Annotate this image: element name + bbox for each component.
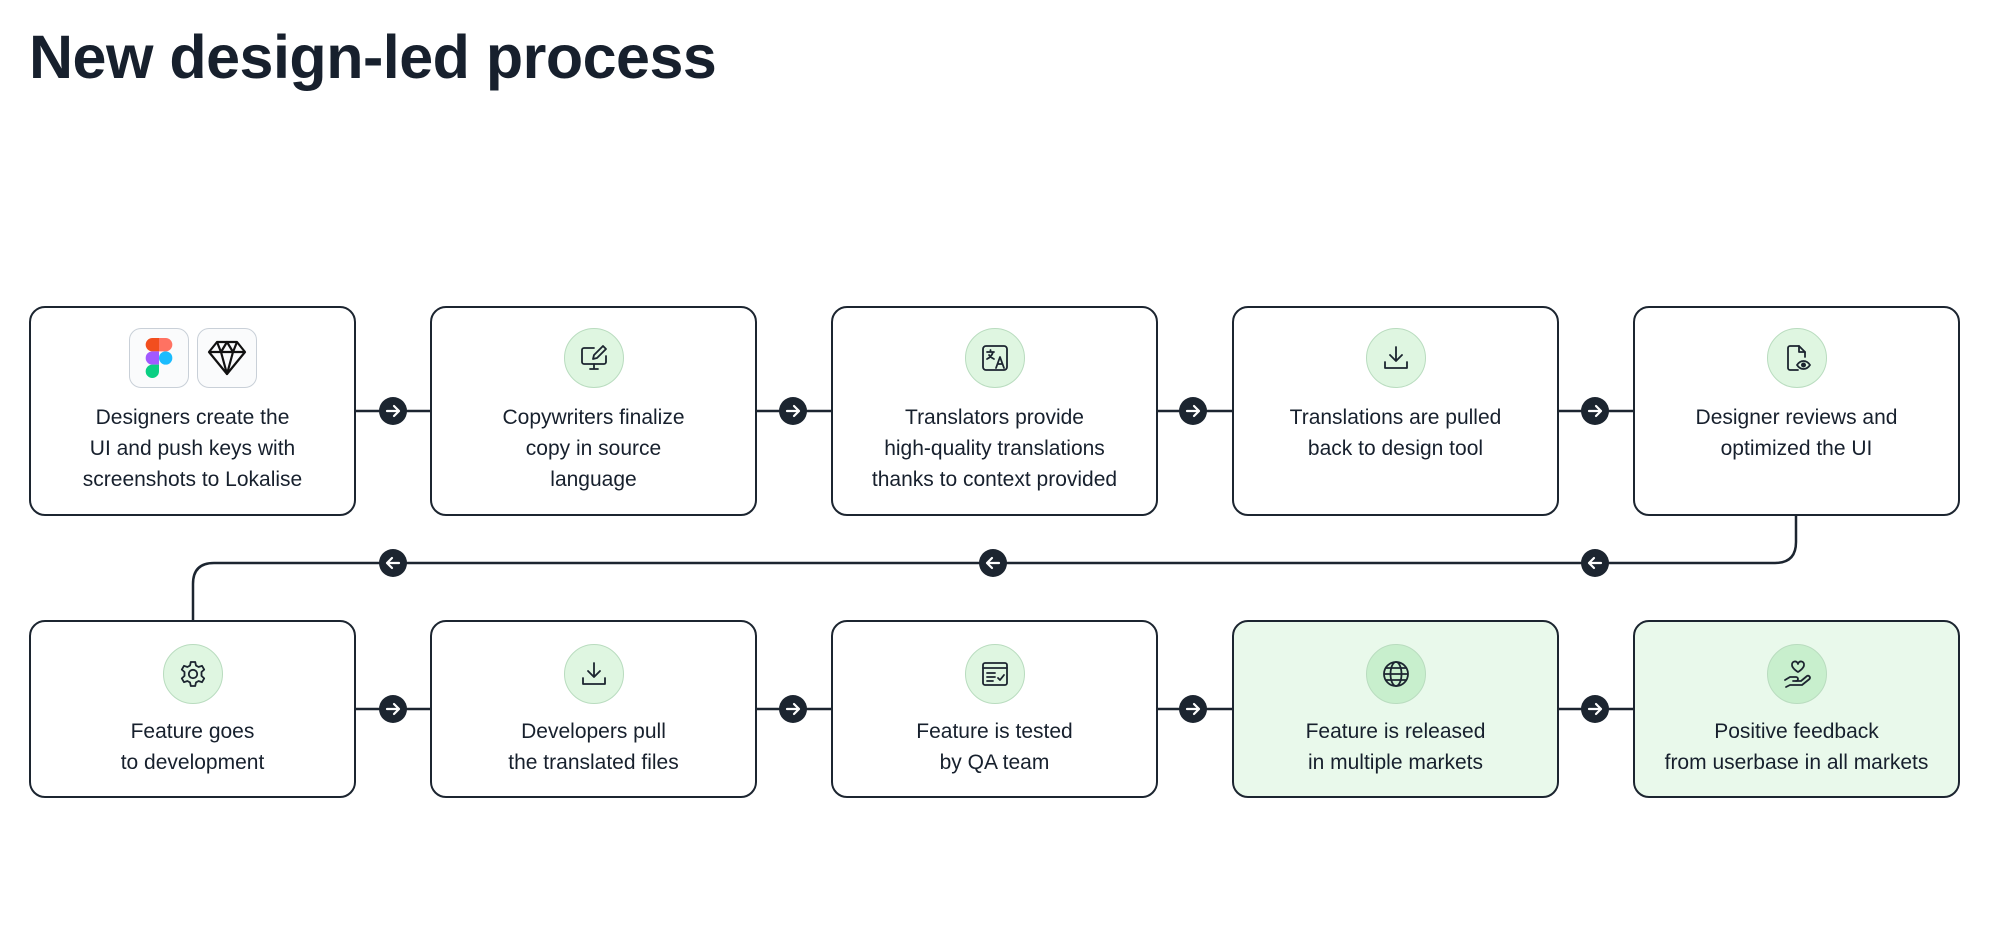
step-card-feature-tested: Feature is tested by QA team: [831, 620, 1158, 798]
arrow-right-icon: [379, 695, 407, 723]
step-card-designer-reviews: Designer reviews and optimized the UI: [1633, 306, 1960, 516]
globe-icon: [1365, 644, 1426, 704]
arrow-left-icon: [379, 549, 407, 577]
step-card-copywriters-finalize: Copywriters finalize copy in source lang…: [430, 306, 757, 516]
file-eye-icon: [1766, 328, 1827, 388]
step-label: Translators provide high-quality transla…: [871, 406, 1118, 491]
step-label: Positive feedback from userbase in all m…: [1664, 720, 1929, 774]
translate-icon: [964, 328, 1025, 388]
download-icon: [1365, 328, 1426, 388]
monitor-pen-icon: [563, 328, 624, 388]
arrow-right-icon: [779, 397, 807, 425]
arrow-right-icon: [779, 695, 807, 723]
arrow-right-icon: [379, 397, 407, 425]
step-label: Feature goes to development: [120, 720, 265, 774]
step-card-feature-to-development: Feature goes to development: [29, 620, 356, 798]
design-tool-logos: [128, 328, 257, 388]
step-card-developers-pull: Developers pull the translated files: [430, 620, 757, 798]
step-card-translators-provide: Translators provide high-quality transla…: [831, 306, 1158, 516]
step-card-designers-create-ui: Designers create the UI and push keys wi…: [29, 306, 356, 516]
step-label: Feature is tested by QA team: [916, 720, 1073, 774]
arrow-left-icon: [979, 549, 1007, 577]
download-icon: [563, 644, 624, 704]
step-card-feature-released: Feature is released in multiple markets: [1232, 620, 1559, 798]
heart-hand-icon: [1766, 644, 1827, 704]
arrow-right-icon: [1581, 397, 1609, 425]
arrow-left-icon: [1581, 549, 1609, 577]
arrow-right-icon: [1581, 695, 1609, 723]
sketch-logo-icon: [196, 328, 257, 388]
step-label: Designers create the UI and push keys wi…: [82, 406, 303, 491]
step-label: Feature is released in multiple markets: [1305, 720, 1486, 774]
arrow-right-icon: [1179, 695, 1207, 723]
step-label: Translations are pulled back to design t…: [1289, 406, 1502, 460]
checklist-browser-icon: [964, 644, 1025, 704]
step-label: Designer reviews and optimized the UI: [1695, 406, 1898, 460]
step-card-positive-feedback: Positive feedback from userbase in all m…: [1633, 620, 1960, 798]
step-label: Copywriters finalize copy in source lang…: [502, 406, 685, 491]
figma-logo-icon: [128, 328, 189, 388]
gear-icon: [162, 644, 223, 704]
step-label: Developers pull the translated files: [508, 720, 679, 774]
page-title: New design-led process: [29, 23, 717, 91]
step-card-translations-pulled: Translations are pulled back to design t…: [1232, 306, 1559, 516]
arrow-right-icon: [1179, 397, 1207, 425]
